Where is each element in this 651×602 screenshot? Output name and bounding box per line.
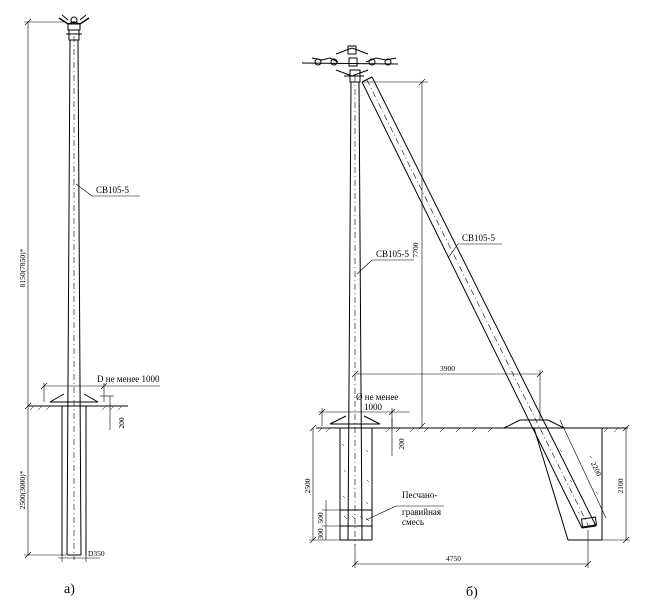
pole-a-body	[66, 36, 82, 560]
dim-b-3900-label: 3900	[440, 364, 455, 373]
dim-b-500-label: 500	[316, 512, 325, 524]
dim-b-3900: 3900	[351, 364, 544, 420]
dim-b-7700: 7700	[362, 78, 428, 430]
fill-label-2: гравийная	[402, 507, 441, 517]
pit-a-label: D не менее 1000	[97, 374, 160, 384]
dim-a-depth-label: 2500(3000)*	[18, 470, 27, 509]
pole-a-label-group: СВ105-5	[75, 183, 140, 197]
dim-a-height-label: 8150(7850)*	[18, 248, 27, 287]
dim-a-200: 200	[100, 395, 126, 430]
dim-a-diameter: D350	[58, 548, 105, 562]
pit-b-dim: Ø не менее 1000	[318, 392, 410, 426]
dim-b-7700-label: 7700	[411, 242, 420, 257]
fill-label-1: Песчано-	[402, 490, 437, 500]
caption-a: а)	[64, 582, 75, 597]
dim-b-200-label: 200	[397, 438, 406, 450]
strut-b-body	[361, 76, 598, 529]
dim-b-2500-label: 2500	[303, 478, 312, 493]
pit-b-strut	[533, 427, 603, 541]
dim-b-300-label: 300	[316, 528, 325, 540]
dim-b-2100: 2100	[602, 424, 630, 544]
pole-b-label: СВ105-5	[376, 249, 410, 259]
fill-label-group: Песчано- гравийная смесь	[365, 490, 444, 527]
strut-b-label-group: СВ105-5	[447, 233, 502, 259]
pole-b-top-assembly	[301, 45, 399, 83]
pole-b-label-group: СВ105-5	[356, 249, 414, 275]
pit-b-pole	[339, 428, 373, 541]
ground-b	[316, 415, 628, 433]
pit-b-label-2: 1000	[364, 402, 383, 412]
figure-a: 8150(7850)* 2500(3000)* 200 D не менее 1…	[18, 14, 160, 597]
dim-a-200-label: 200	[117, 417, 126, 429]
figure-b: СВ105-5 СВ105-5 7700 3900	[301, 45, 630, 600]
dim-a-depth: 2500(3000)*	[18, 406, 66, 559]
dim-b-4750: 4750	[351, 530, 592, 568]
strut-b-label: СВ105-5	[462, 233, 496, 243]
dim-a-diameter-label: D350	[88, 549, 105, 558]
pit-b-label-1: Ø не менее	[356, 392, 398, 402]
dim-b-2500: 2500	[303, 424, 340, 544]
dim-b-2200: 2200	[559, 419, 607, 519]
ground-a	[28, 393, 128, 556]
fill-label-3: смесь	[402, 517, 424, 527]
dim-b-4750-label: 4750	[446, 554, 461, 563]
dim-b-2200-label: 2200	[589, 460, 604, 478]
pole-a-label: СВ105-5	[96, 185, 130, 195]
pole-b-body	[347, 76, 363, 545]
dim-a-height: 8150(7850)*	[18, 18, 66, 410]
caption-b: б)	[466, 585, 478, 600]
dim-b-500-300: 500 300	[316, 500, 340, 540]
dim-b-200: 200	[391, 418, 406, 456]
pit-a-dim: D не менее 1000	[40, 374, 160, 402]
dim-b-2100-label: 2100	[616, 478, 625, 493]
